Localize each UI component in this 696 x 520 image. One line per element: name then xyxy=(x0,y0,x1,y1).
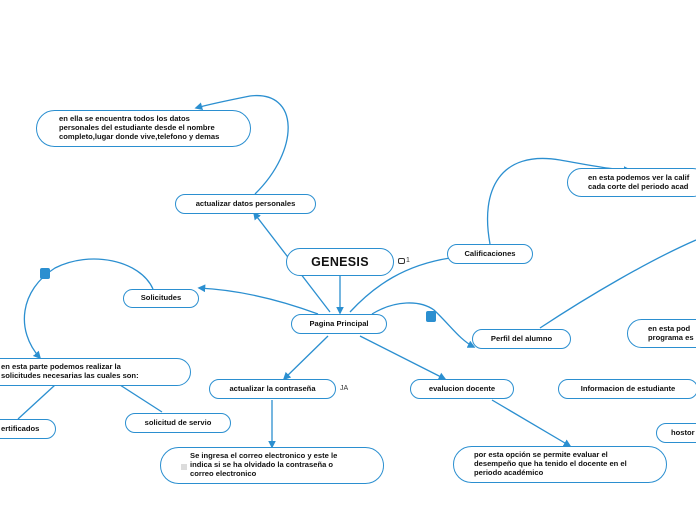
note-eval-line3: periodo académico xyxy=(474,467,544,477)
topic-actualizar-datos-label: actualizar datos personales xyxy=(195,198,296,208)
note-perfil-line2: programa es xyxy=(648,332,694,342)
note-perfil-line1: en esta pod xyxy=(648,323,691,333)
link-main-calif xyxy=(349,257,451,313)
note-calif-line2: cada corte del periodo acad xyxy=(588,181,689,191)
topic-perfil-alumno-label: Perfil del alumno xyxy=(490,333,553,343)
note-solicitudes-line2: solicitudes necesarias las cuales son: xyxy=(1,371,139,380)
topic-certificados[interactable]: ertificados xyxy=(0,419,56,439)
note-datos-line2: personales del estudiante desde el nombr… xyxy=(59,123,215,133)
topic-actualizar-contrasena-label: actualizar la contraseña xyxy=(229,383,316,393)
topic-actualizar-datos[interactable]: actualizar datos personales xyxy=(175,194,316,214)
topic-calificaciones-label: Calificaciones xyxy=(464,248,516,258)
topic-historial-label: hostor xyxy=(671,427,695,437)
topic-actualizar-contrasena[interactable]: actualizar la contraseña xyxy=(209,379,336,399)
link-main-solicitudes xyxy=(197,284,319,315)
comment-indicator[interactable]: 1 xyxy=(398,257,410,264)
note-perfil[interactable]: en esta pod programa es xyxy=(627,319,696,348)
note-contrasena[interactable]: Se ingresa el correo electronico y este … xyxy=(160,447,384,484)
topic-evaluacion-docente-label: evalucion docente xyxy=(428,383,496,393)
note-pass-line3: correo electronico xyxy=(190,468,257,478)
link-note-servicio xyxy=(119,384,163,413)
topic-pagina-principal-label: Pagina Principal xyxy=(309,318,369,328)
note-pass-line1: Se ingresa el correo electronico y este … xyxy=(190,451,338,461)
note-calificaciones[interactable]: en esta podemos ver la calif cada corte … xyxy=(567,168,696,197)
note-eval-line2: desempeño que ha tenido el docente en el xyxy=(474,459,627,469)
link-main-pass xyxy=(282,335,329,381)
topic-calificaciones[interactable]: Calificaciones xyxy=(447,244,533,264)
link-main-eval xyxy=(359,335,447,380)
central-topic-genesis[interactable]: GENESIS xyxy=(286,248,394,276)
note-calif-line1: en esta podemos ver la calif xyxy=(588,172,690,182)
topic-certificados-label: ertificados xyxy=(1,423,40,433)
topic-historial[interactable]: hostor xyxy=(656,423,696,443)
note-datos-line1: en ella se encuentra todos los datos xyxy=(59,114,190,124)
note-datos-line3: completo,lugar donde vive,telefono y dem… xyxy=(59,131,220,141)
note-solicitudes-line1: en esta parte podemos realizar la xyxy=(1,362,121,372)
topic-solicitudes[interactable]: Solicitudes xyxy=(123,289,199,308)
topic-solicitud-servicio[interactable]: solicitud de servio xyxy=(125,413,231,433)
note-thumbnail-icon xyxy=(181,463,187,470)
link-solicitudes-note xyxy=(23,258,154,360)
central-topic-label: GENESIS xyxy=(311,254,369,269)
link-perfil-right xyxy=(539,239,696,329)
note-datos-personales[interactable]: en ella se encuentra todos los datos per… xyxy=(36,110,251,147)
note-solicitudes[interactable]: en esta parte podemos realizar la solici… xyxy=(0,358,191,386)
topic-pagina-principal[interactable]: Pagina Principal xyxy=(291,314,387,334)
link-datos-note xyxy=(194,95,289,195)
comment-count: 1 xyxy=(406,257,410,264)
topic-evaluacion-docente[interactable]: evalucion docente xyxy=(410,379,514,399)
topic-informacion-estudiante-label: Informacion de estudiante xyxy=(580,383,676,393)
marker-perfil-icon[interactable] xyxy=(426,311,436,322)
topic-solicitudes-label: Solicitudes xyxy=(140,293,182,303)
topic-perfil-alumno[interactable]: Perfil del alumno xyxy=(472,329,571,349)
topic-solicitud-servicio-label: solicitud de servio xyxy=(144,417,212,427)
tag-ja: JA xyxy=(340,385,349,392)
link-eval-note xyxy=(491,399,572,447)
topic-informacion-estudiante[interactable]: Informacion de estudiante xyxy=(558,379,696,399)
link-main-perfil xyxy=(371,302,476,348)
note-pass-line2: indica si se ha olvidado la contraseña o xyxy=(190,460,334,470)
link-note-cert xyxy=(17,384,56,420)
note-evaluacion[interactable]: por esta opción se permite evaluar el de… xyxy=(453,446,667,483)
note-eval-line1: por esta opción se permite evaluar el xyxy=(474,450,608,460)
marker-solicitudes-icon[interactable] xyxy=(40,268,50,279)
comment-icon xyxy=(398,257,405,264)
